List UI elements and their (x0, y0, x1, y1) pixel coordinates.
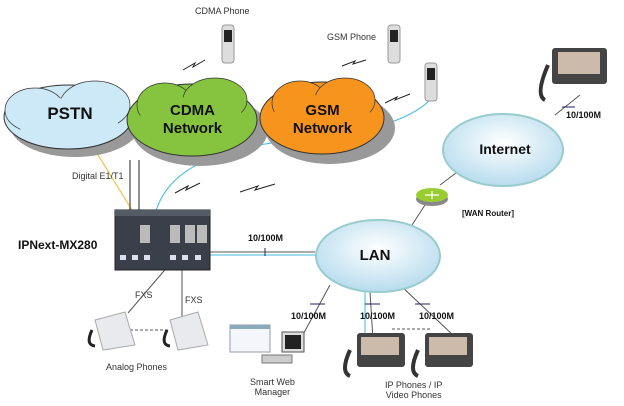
ip-video-phone-icon (538, 48, 607, 102)
internet-label: Internet (479, 141, 531, 157)
ip-phones-line2: Video Phones (385, 390, 442, 400)
cdma-cloud (126, 77, 268, 166)
internet-phone-speed-label: 10/100M (566, 110, 602, 120)
cdma-label-line2: Network (162, 120, 223, 137)
gateway-device-icon (114, 160, 211, 271)
router-label: [WAN Router] (462, 209, 514, 218)
gsm-phone-icon (387, 24, 401, 64)
internet-cloud (442, 113, 564, 187)
gsm-label-line2: Network (292, 120, 353, 137)
lan-phone1-link (369, 291, 374, 341)
gsm-label-line1: GSM (305, 102, 340, 119)
router-icon (416, 188, 448, 206)
wireless-signal-icon (174, 59, 411, 194)
ip-video-phone-icon (411, 333, 473, 378)
web-manager-label: Smart Web Manager (250, 377, 295, 397)
gw-lan-speed-label: 10/100M (248, 233, 284, 243)
analog-phone-icon (87, 311, 136, 351)
web-manager-line1: Smart Web (250, 377, 295, 387)
analog-phones-label: Analog Phones (106, 362, 168, 372)
web-manager-line2: Manager (254, 387, 291, 397)
gsm-phone-label: GSM Phone (327, 32, 377, 42)
gsm-network-label: GSM Network (280, 102, 365, 138)
web-manager-icon (229, 324, 305, 364)
internet-phone-link (554, 94, 581, 116)
e1-link (94, 149, 136, 216)
lan-pc-speed-label: 10/100M (291, 311, 327, 321)
lan-pc-link (299, 284, 331, 341)
gsm-phone-2-icon (424, 62, 438, 102)
gsm-cloud (259, 77, 395, 164)
cdma-phone-label: CDMA Phone (195, 6, 250, 16)
cdma-phone-icon (221, 24, 235, 64)
fxs-label-2: FXS (185, 295, 203, 305)
gateway-label: IPNext-MX280 (18, 238, 98, 252)
lan-phone2-speed-label: 10/100M (419, 311, 455, 321)
lan-cloud (315, 219, 441, 293)
digital-e1t1-label: Digital E1/T1 (72, 171, 124, 181)
lan-phone2-link (399, 284, 456, 338)
cdma-network-label: CDMA Network (150, 102, 235, 138)
fxs-label-1: FXS (135, 290, 153, 300)
analog-phone-icon (162, 311, 209, 351)
ip-video-phone-icon (343, 333, 405, 378)
cdma-label-line1: CDMA (170, 102, 215, 119)
lan-label: LAN (359, 247, 391, 264)
ip-phones-line1: IP Phones / IP (385, 380, 443, 390)
lan-phone1-speed-label: 10/100M (360, 311, 396, 321)
pstn-label: PSTN (47, 104, 93, 123)
lan-router-link (411, 204, 426, 226)
ip-phones-label: IP Phones / IP Video Phones (385, 380, 442, 400)
pstn-cloud (3, 80, 140, 157)
